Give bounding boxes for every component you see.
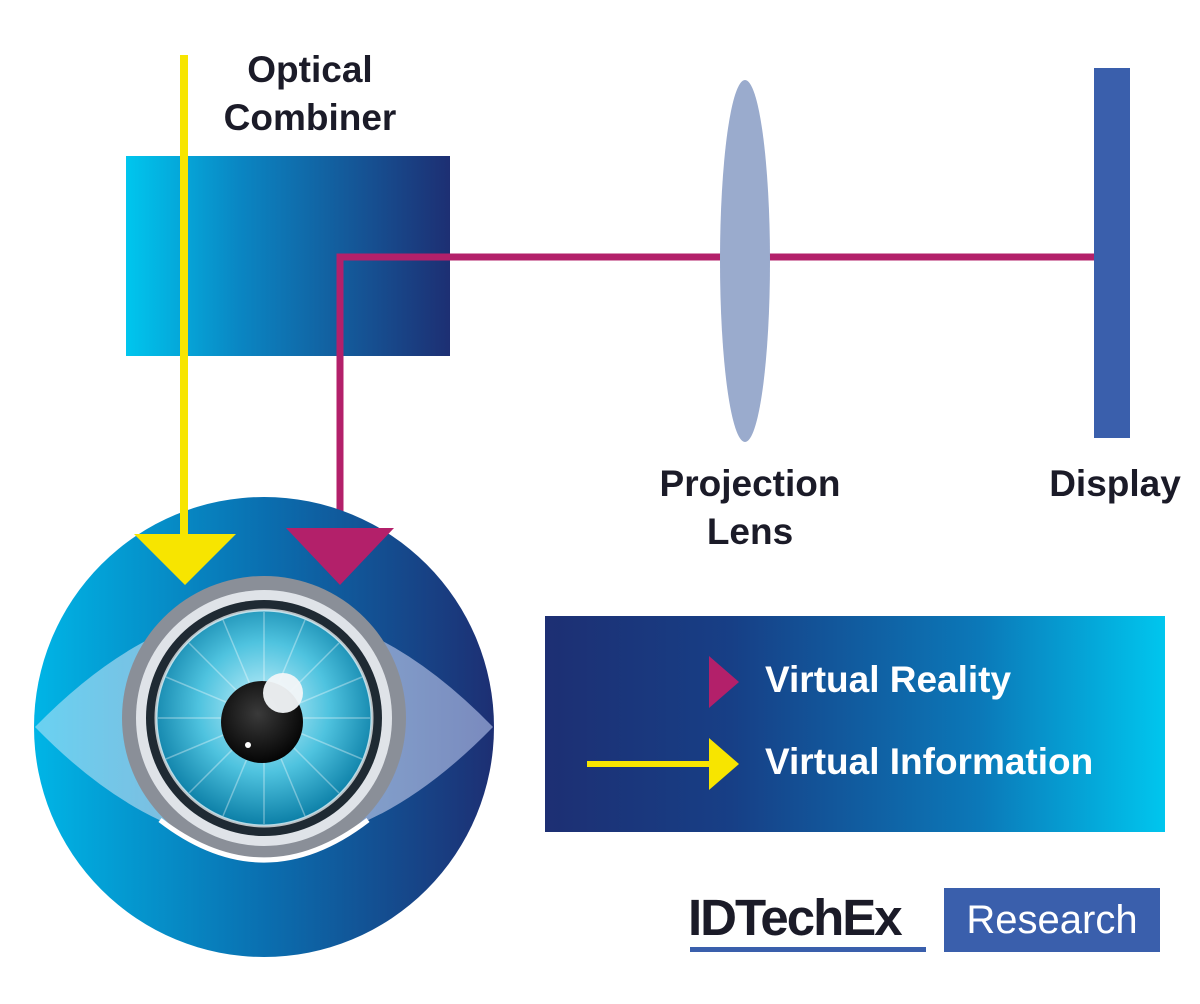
projection-lens — [720, 80, 770, 442]
display-panel — [1094, 68, 1130, 438]
virtual-reality-arrowhead — [286, 528, 394, 585]
logo-underline — [690, 947, 926, 952]
legend-virtual-information-arrow — [587, 738, 739, 790]
logo-research-badge: Research — [944, 888, 1160, 952]
optical-combiner-label: Optical Combiner — [195, 46, 425, 142]
projection-lens-label-line2: Lens — [706, 511, 794, 552]
display-label-text: Display — [1049, 463, 1181, 504]
legend-virtual-reality-arrow — [587, 656, 739, 708]
legend: Virtual Reality Virtual Information — [545, 616, 1165, 832]
projection-lens-label: Projection Lens — [620, 460, 880, 556]
logo-brand: IDTechEx — [688, 889, 903, 946]
projection-lens-label-line1: Projection — [659, 463, 841, 504]
virtual-reality-ray — [336, 253, 1094, 560]
virtual-information-arrowhead — [134, 534, 236, 585]
display-label: Display — [1030, 460, 1200, 508]
optical-combiner-label-line1: Optical — [247, 49, 373, 90]
legend-virtual-reality-label: Virtual Reality — [765, 659, 1012, 700]
eyeball — [122, 576, 406, 863]
eye-highlight — [263, 673, 303, 713]
legend-virtual-information-label: Virtual Information — [765, 741, 1094, 782]
idtechex-logo: IDTechEx Research — [688, 888, 1160, 956]
optical-combiner-label-line2: Combiner — [223, 97, 397, 138]
